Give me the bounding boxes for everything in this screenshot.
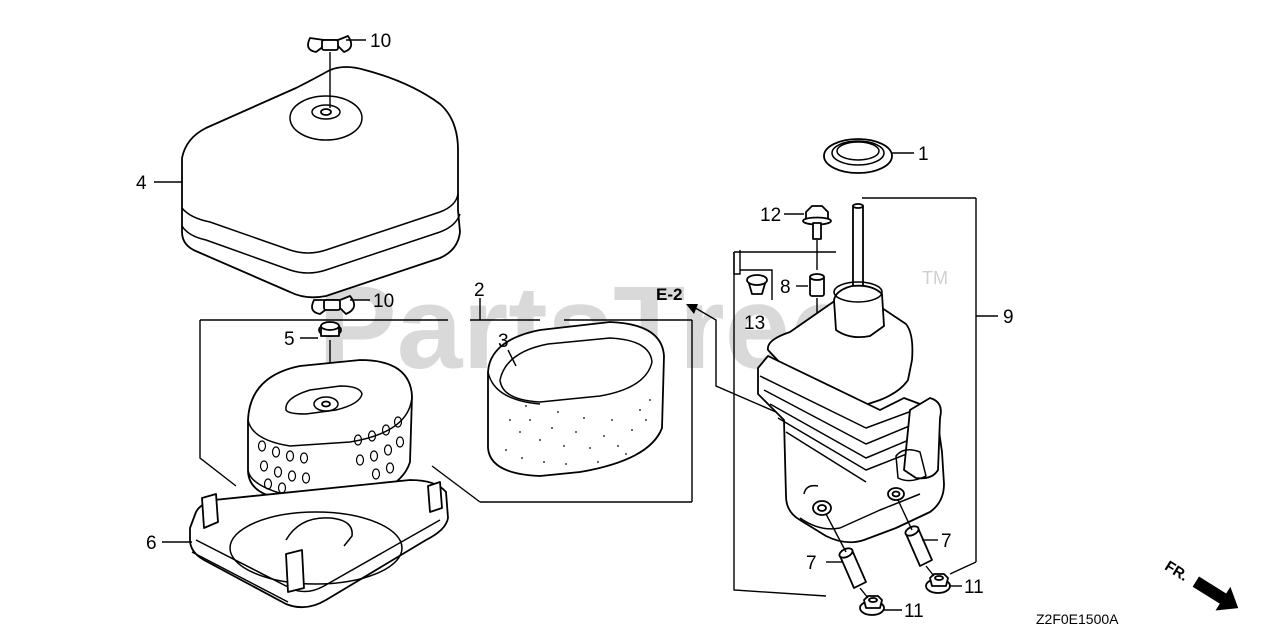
callout-13: 13 xyxy=(744,313,765,334)
flange-nut-icon[interactable] xyxy=(859,595,885,616)
callout-1: 1 xyxy=(918,144,929,165)
front-label: FR. xyxy=(1162,558,1192,585)
callout-10-top: 10 xyxy=(370,31,391,52)
watermark-trademark: TM xyxy=(922,268,948,288)
flange-nut-icon[interactable] xyxy=(925,573,951,594)
callout-10-middle: 10 xyxy=(373,291,394,312)
wing-nut-icon[interactable] xyxy=(307,35,353,53)
air-cleaner-cover-icon[interactable] xyxy=(181,66,461,299)
breather-plug-icon[interactable] xyxy=(746,274,768,295)
arrow-icon xyxy=(686,304,698,314)
front-direction-indicator: FR. xyxy=(1162,558,1239,611)
front-arrow-icon xyxy=(1192,576,1239,611)
callout-8: 8 xyxy=(780,277,791,298)
seal-ring-icon[interactable] xyxy=(823,138,893,174)
callout-3: 3 xyxy=(498,331,509,352)
callout-2: 2 xyxy=(474,280,485,301)
collar-icon[interactable] xyxy=(904,524,933,567)
paper-filter-element-icon[interactable] xyxy=(247,359,413,501)
callout-5: 5 xyxy=(284,329,295,350)
callout-7-right: 7 xyxy=(941,531,952,552)
callout-11-bottom: 11 xyxy=(904,601,924,622)
callout-4: 4 xyxy=(136,173,147,194)
callout-11-right: 11 xyxy=(964,577,984,598)
bolt-icon[interactable] xyxy=(802,205,832,240)
collar-icon[interactable] xyxy=(838,546,867,589)
callout-12: 12 xyxy=(760,205,781,226)
callout-9: 9 xyxy=(1003,307,1014,328)
reference-label[interactable]: E-2 xyxy=(656,285,682,304)
collar-icon[interactable] xyxy=(809,273,825,297)
wing-nut-icon[interactable] xyxy=(311,295,356,315)
foam-filter-icon[interactable] xyxy=(487,321,665,477)
callout-7-left: 7 xyxy=(806,553,817,574)
callout-6: 6 xyxy=(146,533,157,554)
filter-base-icon[interactable] xyxy=(189,479,449,609)
elbow-case-icon[interactable] xyxy=(757,203,945,544)
diagram-code: Z2F0E1500A xyxy=(1036,611,1119,627)
grommet-icon[interactable] xyxy=(318,321,342,337)
